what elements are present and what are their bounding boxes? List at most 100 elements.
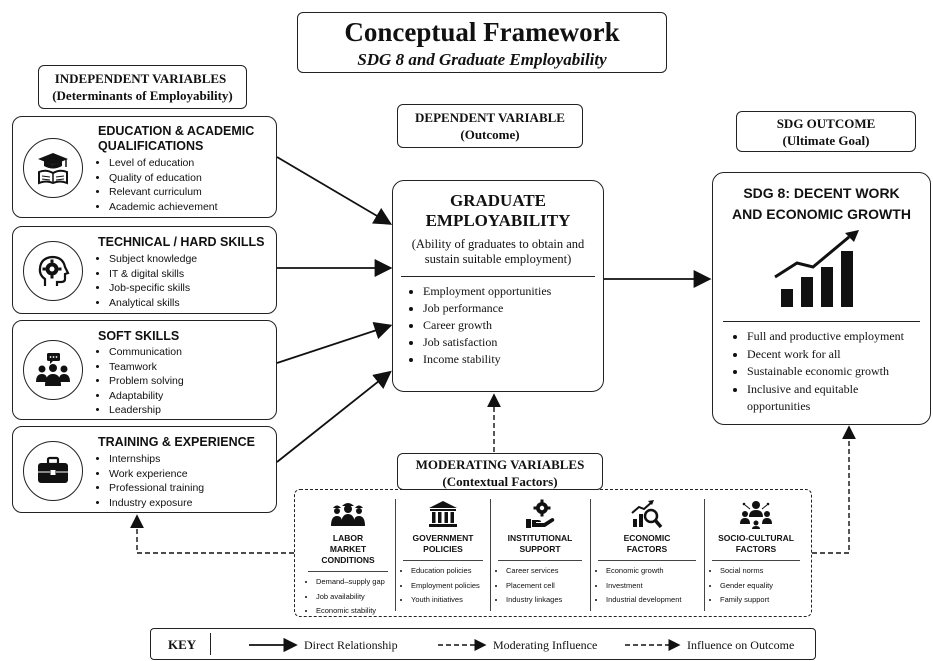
arrow-moderating-to-training — [130, 514, 294, 554]
key-line-samples — [249, 637, 681, 653]
graduate-employability-description: (Ability of graduates to obtain and sust… — [411, 237, 585, 266]
moderating-factor-economic: ECONOMIC FACTORS Economic growth Investm… — [592, 497, 702, 611]
title-box: Conceptual Framework SDG 8 and Graduate … — [297, 12, 667, 73]
iv-title-soft-skills: SOFT SKILLS — [98, 329, 180, 343]
list-item: Problem solving — [109, 374, 184, 389]
independent-header-line1: INDEPENDENT VARIABLES — [54, 71, 227, 86]
government-building-icon — [397, 497, 489, 531]
list-item: Communication — [109, 345, 184, 360]
head-gear-icon — [23, 241, 83, 301]
diagram-subtitle: SDG 8 and Graduate Employability — [357, 50, 607, 69]
divider — [712, 560, 800, 561]
dependent-header-line2: (Outcome) — [460, 127, 520, 142]
list-item: Professional training — [109, 481, 204, 496]
list-item: Placement cell — [506, 579, 588, 594]
moderating-title-institutional: INSTITUTIONAL SUPPORT — [507, 533, 573, 554]
column-divider — [590, 499, 591, 611]
independent-header-line2: (Determinants of Employability) — [52, 88, 233, 103]
people-chat-icon — [23, 340, 83, 400]
iv-list-soft-skills: Communication Teamwork Problem solving A… — [97, 345, 184, 418]
sdg-header-line2: (Ultimate Goal) — [782, 133, 870, 148]
list-item: Education policies — [411, 564, 489, 579]
list-item: Job satisfaction — [423, 334, 603, 351]
list-item: Career services — [506, 564, 588, 579]
list-item: Subject knowledge — [109, 252, 197, 267]
moderating-factor-socio-cultural: SOCIO-CULTURAL FACTORS Social norms Gend… — [706, 497, 806, 611]
list-item: Job availability — [316, 590, 394, 605]
key-outcome-label: Influence on Outcome — [687, 638, 795, 652]
moderating-list-government: Education policies Employment policies Y… — [397, 564, 489, 608]
iv-list-training: Internships Work experience Professional… — [97, 452, 204, 510]
list-item: Decent work for all — [747, 346, 924, 364]
dependent-header-line1: DEPENDENT VARIABLE — [415, 110, 565, 125]
list-item: Internships — [109, 452, 204, 467]
dependent-variable-header: DEPENDENT VARIABLE (Outcome) — [397, 104, 583, 148]
column-divider — [490, 499, 491, 611]
graduate-employability-box: GRADUATE EMPLOYABILITY (Ability of gradu… — [392, 180, 604, 392]
key-legend: KEY Direct Relationship Moderating Influ… — [150, 628, 816, 660]
list-item: Job performance — [423, 300, 603, 317]
sdg-header-line1: SDG OUTCOME — [776, 116, 876, 131]
arrow-education-to-employability — [276, 156, 393, 225]
moderating-list-economic: Economic growth Investment Industrial de… — [592, 564, 702, 608]
graduate-employability-title: GRADUATE EMPLOYABILITY — [425, 191, 571, 230]
divider — [401, 276, 595, 277]
list-item: Work experience — [109, 467, 204, 482]
graduate-employability-list: Employment opportunities Job performance… — [393, 283, 603, 368]
list-item: Level of education — [109, 156, 218, 171]
list-item: Quality of education — [109, 171, 218, 186]
moderating-title-socio-cultural: SOCIO-CULTURAL FACTORS — [718, 533, 794, 554]
list-item: Teamwork — [109, 360, 184, 375]
key-direct-label: Direct Relationship — [304, 638, 398, 652]
list-item: Sustainable economic growth — [747, 363, 924, 381]
moderating-list-institutional: Career services Placement cell Industry … — [492, 564, 588, 608]
list-item: Economic stability — [316, 604, 394, 619]
list-item: Industrial development — [606, 593, 702, 608]
divider — [498, 560, 582, 561]
list-item: Youth initiatives — [411, 593, 489, 608]
key-divider — [210, 633, 211, 655]
key-moderating-label: Moderating Influence — [493, 638, 598, 652]
iv-title-technical: TECHNICAL / HARD SKILLS — [98, 235, 265, 249]
iv-card-technical: TECHNICAL / HARD SKILLS Subject knowledg… — [12, 226, 277, 314]
moderating-list-labor-market: Demand–supply gap Job availability Econo… — [302, 575, 394, 619]
list-item: Family support — [720, 593, 806, 608]
sdg-outcome-title: SDG 8: DECENT WORK AND ECONOMIC GROWTH — [732, 185, 911, 222]
arrow-soft-skills-to-employability — [276, 321, 393, 364]
diagram-title: Conceptual Framework — [344, 17, 620, 47]
moderating-variables-header: MODERATING VARIABLES (Contextual Factors… — [397, 453, 603, 490]
column-divider — [704, 499, 705, 611]
iv-title-training: TRAINING & EXPERIENCE — [98, 435, 255, 449]
list-item: Economic growth — [606, 564, 702, 579]
moderating-factor-institutional: INSTITUTIONAL SUPPORT Career services Pl… — [492, 497, 588, 611]
iv-card-soft-skills: SOFT SKILLS Communication Teamwork Probl… — [12, 320, 277, 420]
divider — [403, 560, 483, 561]
iv-list-education: Level of education Quality of education … — [97, 156, 218, 214]
list-item: Full and productive employment — [747, 328, 924, 346]
list-item: Job-specific skills — [109, 281, 197, 296]
divider — [723, 321, 920, 322]
column-divider — [395, 499, 396, 611]
moderating-title-labor-market: LABOR MARKET CONDITIONS — [321, 533, 375, 565]
iv-list-technical: Subject knowledge IT & digital skills Jo… — [97, 252, 197, 310]
list-item: Analytical skills — [109, 296, 197, 311]
list-item: Gender equality — [720, 579, 806, 594]
sdg-outcome-box: SDG 8: DECENT WORK AND ECONOMIC GROWTH F… — [712, 172, 931, 425]
list-item: Relevant curriculum — [109, 185, 218, 200]
community-network-icon — [706, 497, 806, 531]
list-item: Investment — [606, 579, 702, 594]
moderating-header-line1: MODERATING VARIABLES — [415, 457, 585, 472]
moderating-title-economic: ECONOMIC FACTORS — [623, 533, 671, 554]
list-item: Social norms — [720, 564, 806, 579]
list-item: Career growth — [423, 317, 603, 334]
list-item: Industry linkages — [506, 593, 588, 608]
divider — [598, 560, 696, 561]
arrow-training-to-employability — [276, 370, 392, 463]
iv-title-education: EDUCATION & ACADEMIC QUALIFICATIONS — [98, 124, 255, 153]
moderating-list-socio-cultural: Social norms Gender equality Family supp… — [706, 564, 806, 608]
list-item: Demand–supply gap — [316, 575, 394, 590]
chart-magnifier-icon — [592, 497, 702, 531]
arrow-moderating-to-sdg — [812, 425, 856, 554]
list-item: Academic achievement — [109, 200, 218, 215]
list-item: Adaptability — [109, 389, 184, 404]
